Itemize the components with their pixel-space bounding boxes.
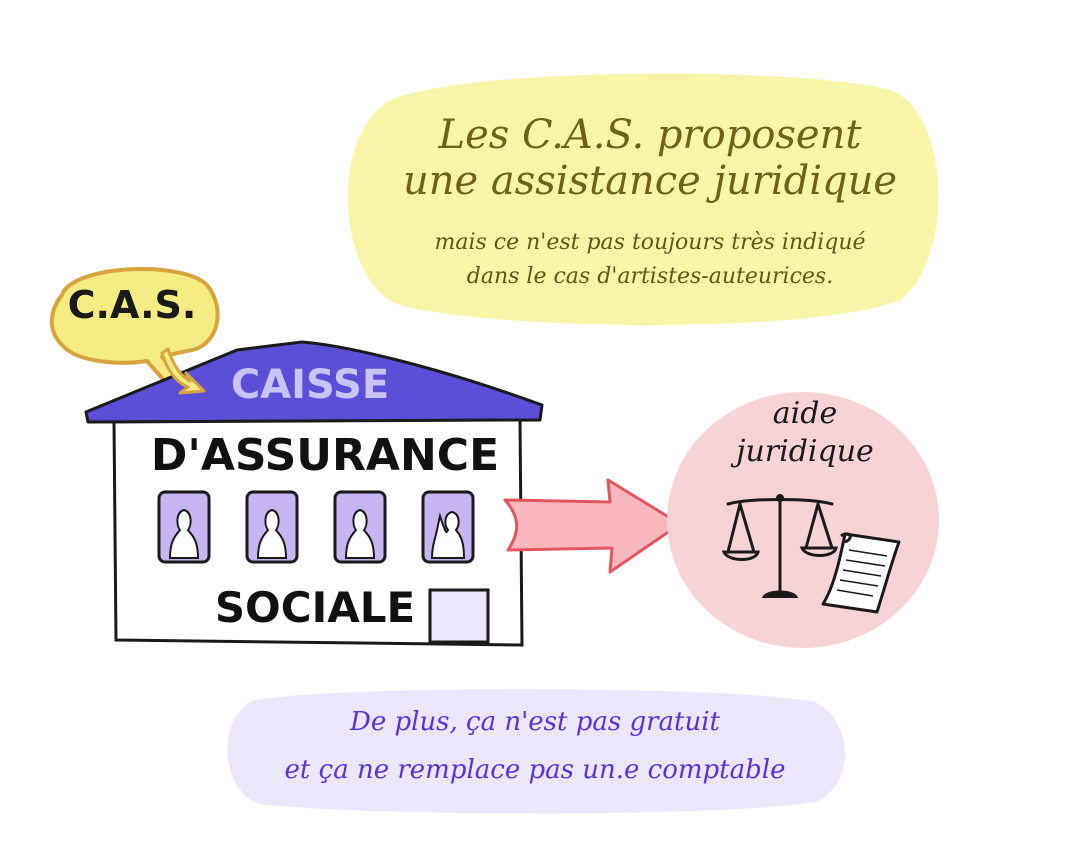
facade-line2: SOCIALE: [214, 583, 416, 632]
right-arrow-icon: [503, 478, 682, 574]
legal-aid-label-line2: juridique: [736, 434, 874, 469]
legal-aid-label-line1: aide: [772, 396, 838, 431]
building-facade: [112, 418, 524, 647]
speech-bubble: [49, 266, 220, 389]
violet-note-line1: De plus, ça n'est pas gratuit: [349, 707, 721, 737]
yellow-note-blob: [347, 73, 939, 325]
roof-label: CAISSE: [230, 362, 390, 408]
scales-of-justice-icon: [721, 494, 838, 598]
building-door: [428, 588, 490, 644]
insurance-building: [84, 340, 544, 647]
yellow-note-sub-line2: dans le cas d'artistes-auteurices.: [466, 264, 834, 289]
facade-line1: D'ASSURANCE: [150, 430, 500, 481]
yellow-note-title-line1: Les C.A.S. proposent: [438, 112, 862, 158]
violet-note-line2: et ça ne remplace pas un.e comptable: [284, 755, 786, 785]
pointer-arrow-icon: [160, 347, 206, 395]
yellow-note-sub-line1: mais ce n'est pas toujours très indiqué: [434, 230, 866, 255]
violet-note-blob: [227, 688, 845, 814]
building-windows: [157, 490, 475, 564]
building-roof: [84, 340, 544, 424]
speech-bubble-label: C.A.S.: [67, 283, 197, 327]
yellow-note-title-line2: une assistance juridique: [402, 158, 898, 204]
document-scroll-icon: [821, 532, 901, 614]
